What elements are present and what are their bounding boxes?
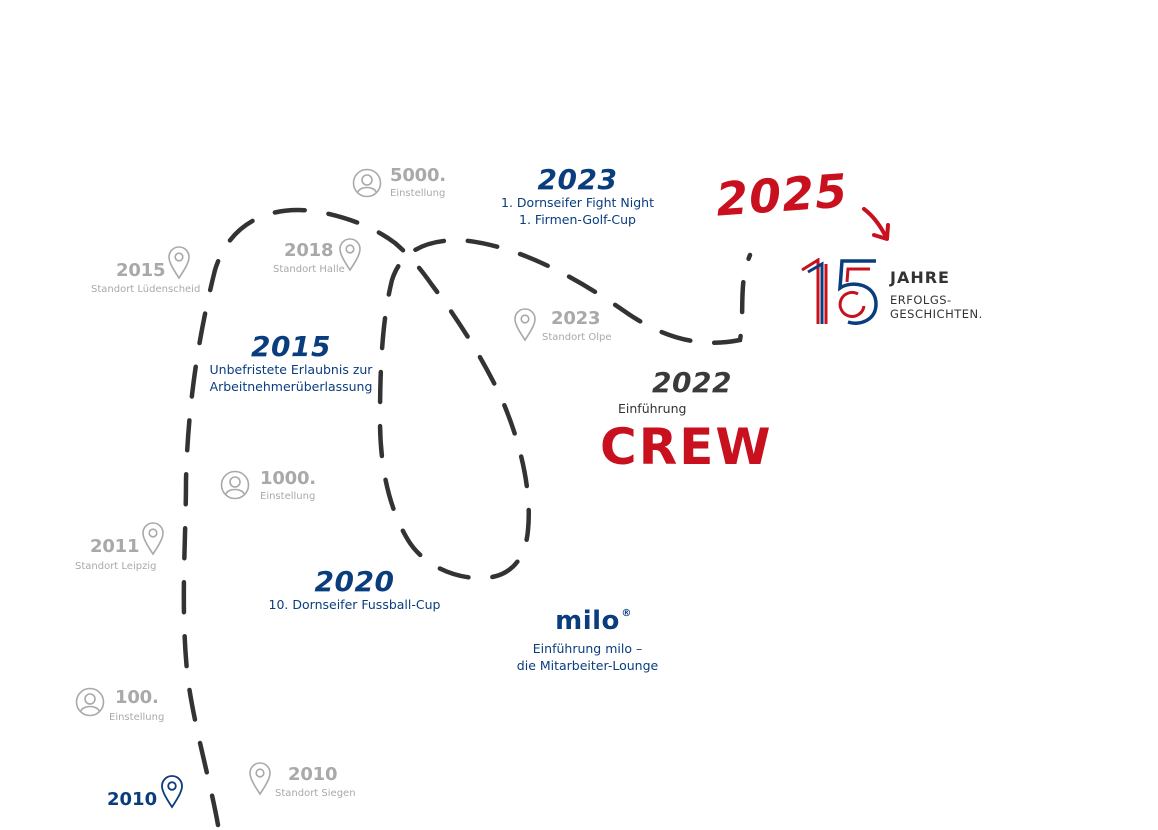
fifteen-logo-icon (801, 258, 878, 325)
registered-mark: ® (621, 608, 632, 619)
pin-icon (161, 775, 183, 809)
finale-year: 2025 (714, 163, 850, 227)
milestone-label: Standort Leipzig (75, 561, 157, 572)
milestone-label: Standort Halle (273, 264, 345, 275)
milo-logo: milo® (555, 606, 631, 636)
event-line: die Mitarbeiter-Lounge (516, 658, 659, 673)
event-2015: 2015 Unbefristete Erlaubnis zur Arbeitne… (205, 330, 377, 395)
event-milo: milo® Einführung milo – die Mitarbeiter-… (505, 606, 670, 674)
milestone-number: 5000. (390, 165, 446, 186)
start-year: 2010 (107, 789, 158, 810)
event-2023: 2023 1. Dornseifer Fight Night 1. Firmen… (480, 163, 675, 228)
milestone-5000-hires: 5000. Einstellung (352, 165, 446, 202)
event-year: 2022 (652, 366, 732, 399)
milestone-label: Einstellung (390, 188, 446, 199)
milestone-year: 2011 (90, 536, 140, 557)
event-intro: Einführung (618, 401, 687, 416)
milestone-year: 2010 (288, 764, 338, 785)
milestone-year: 2015 (116, 260, 166, 281)
milestone-label: Standort Lüdenscheid (91, 284, 201, 295)
event-year: 2015 (251, 330, 331, 363)
pin-icon (142, 522, 164, 556)
milestone-label: Einstellung (109, 712, 165, 723)
event-line: 10. Dornseifer Fussball-Cup (268, 597, 441, 612)
arrow-icon (862, 207, 890, 241)
logo-line1: ERFOLGS- (890, 293, 952, 307)
person-icon (75, 687, 105, 717)
milestone-label: Standort Siegen (275, 788, 356, 799)
event-line: Arbeitnehmerüberlassung (209, 379, 373, 394)
milestone-1000-hires: 1000. Einstellung (220, 468, 316, 504)
event-line: 1. Firmen-Golf-Cup (519, 212, 636, 227)
milo-wordmark: milo (555, 606, 620, 636)
event-2022-crew: 2022 Einführung CREW (600, 366, 771, 476)
milestone-label: Standort Olpe (542, 332, 612, 343)
event-line: Einführung milo – (532, 641, 643, 656)
milestone-2018-halle: 2018 Standort Halle (272, 238, 372, 280)
event-year: 2020 (314, 565, 395, 598)
milestone-100-hires: 100. Einstellung (75, 687, 164, 723)
milestone-year: 2018 (284, 240, 334, 261)
crew-wordmark: CREW (600, 418, 773, 476)
event-2020: 2020 10. Dornseifer Fussball-Cup (262, 565, 447, 613)
milestone-number: 100. (115, 687, 159, 708)
event-line: Unbefristete Erlaubnis zur (209, 362, 373, 377)
person-icon (220, 470, 250, 500)
event-year: 2023 (537, 163, 618, 196)
milestone-year: 2023 (551, 308, 601, 329)
milestone-2011-leipzig: 2011 Standort Leipzig (74, 522, 174, 574)
milestone-2010-siegen: 2010 Standort Siegen (248, 760, 358, 804)
pin-icon (514, 308, 536, 342)
event-line: 1. Dornseifer Fight Night (501, 195, 654, 210)
milestone-number: 1000. (260, 468, 316, 489)
logo-line2: GESCHICHTEN. (890, 307, 983, 321)
pin-icon (249, 762, 271, 796)
pin-icon (168, 246, 190, 280)
start-2010: 2010 (107, 775, 187, 811)
finale-2025: 2025 (714, 163, 849, 226)
milestone-2015-luedenscheid: 2015 Standort Lüdenscheid (90, 246, 200, 298)
pin-icon (339, 238, 361, 272)
milestone-label: Einstellung (260, 491, 316, 502)
person-icon (352, 168, 382, 198)
milestone-2023-olpe: 2023 Standort Olpe (513, 306, 623, 350)
anniversary-logo: JAHRE ERFOLGS- GESCHICHTEN. (800, 258, 1000, 328)
logo-jahre: JAHRE (890, 268, 950, 287)
